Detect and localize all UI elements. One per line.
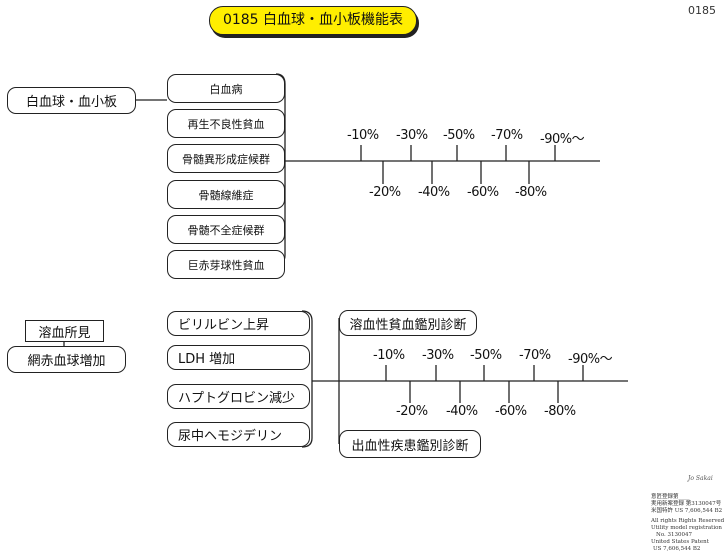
scale2-top-90: -90%〜 <box>568 352 613 367</box>
item-bilirubin-increase: ビリルビン上昇 <box>167 311 310 336</box>
item-myelofibrosis: 骨髄線維症 <box>167 180 285 209</box>
stamp-line-8: US 7,606,544 B2 <box>653 546 701 552</box>
stamp-line-5: Utility model registration <box>651 525 722 531</box>
page-title: 0185 白血球・血小板機能表 <box>209 6 417 35</box>
scale1-bottom-20: -20% <box>369 185 401 200</box>
stamp-line-2: 実用新案登録 第3130047号 <box>651 501 722 507</box>
scale1-bottom-60: -60% <box>467 185 499 200</box>
scale2-top-70: -70% <box>519 348 551 363</box>
stamp-line-7: United States Patent <box>651 539 709 545</box>
item-megaloblastic-anemia: 巨赤芽球性貧血 <box>167 250 285 279</box>
item-aplastic-anemia: 再生不良性貧血 <box>167 109 285 138</box>
scale1-top-70: -70% <box>491 128 523 143</box>
scale1-top-50: -50% <box>443 128 475 143</box>
scale2-top-50: -50% <box>470 348 502 363</box>
stamp-line-1: 意匠登録第____ <box>651 494 690 500</box>
scale2-bottom-80: -80% <box>544 404 576 419</box>
stamp-line-3: 米国特許 US 7,606,544 B2 <box>651 508 723 514</box>
category-reticulocytosis: 網赤血球増加 <box>7 346 126 373</box>
scale1-top-90: -90%〜 <box>540 132 585 147</box>
scale1-top-10: -10% <box>347 128 379 143</box>
scale1-bottom-40: -40% <box>418 185 450 200</box>
scale2-top-10: -10% <box>373 348 405 363</box>
stamp-signature: Jo Sakai <box>688 475 713 482</box>
scale2-top-30: -30% <box>422 348 454 363</box>
scale2-bottom-60: -60% <box>495 404 527 419</box>
item-leukemia: 白血病 <box>167 74 285 103</box>
scale2-bottom-20: -20% <box>396 404 428 419</box>
item-mds: 骨髄異形成症候群 <box>167 144 285 173</box>
item-urine-hemosiderin: 尿中ヘモジデリン <box>167 422 310 447</box>
diagnosis-hemolytic-anemia: 溶血性貧血鑑別診断 <box>339 310 477 336</box>
stamp-line-4: All rights Rights Reserved <box>651 518 725 524</box>
item-haptoglobin-decrease: ハプトグロビン減少 <box>167 384 310 409</box>
scale1-bottom-80: -80% <box>515 185 547 200</box>
item-marrow-failure: 骨髄不全症候群 <box>167 215 285 244</box>
stamp-line-6: No. 3130047 <box>656 532 693 538</box>
scale1-top-30: -30% <box>396 128 428 143</box>
scale2-bottom-40: -40% <box>446 404 478 419</box>
item-ldh-increase: LDH 増加 <box>167 345 310 370</box>
diagnosis-bleeding-disorder: 出血性疾患鑑別診断 <box>339 430 481 458</box>
category-hemolysis-findings: 溶血所見 <box>25 320 104 342</box>
category-wbc-platelet: 白血球・血小板 <box>7 87 136 114</box>
page-number: 0185 <box>688 4 716 17</box>
